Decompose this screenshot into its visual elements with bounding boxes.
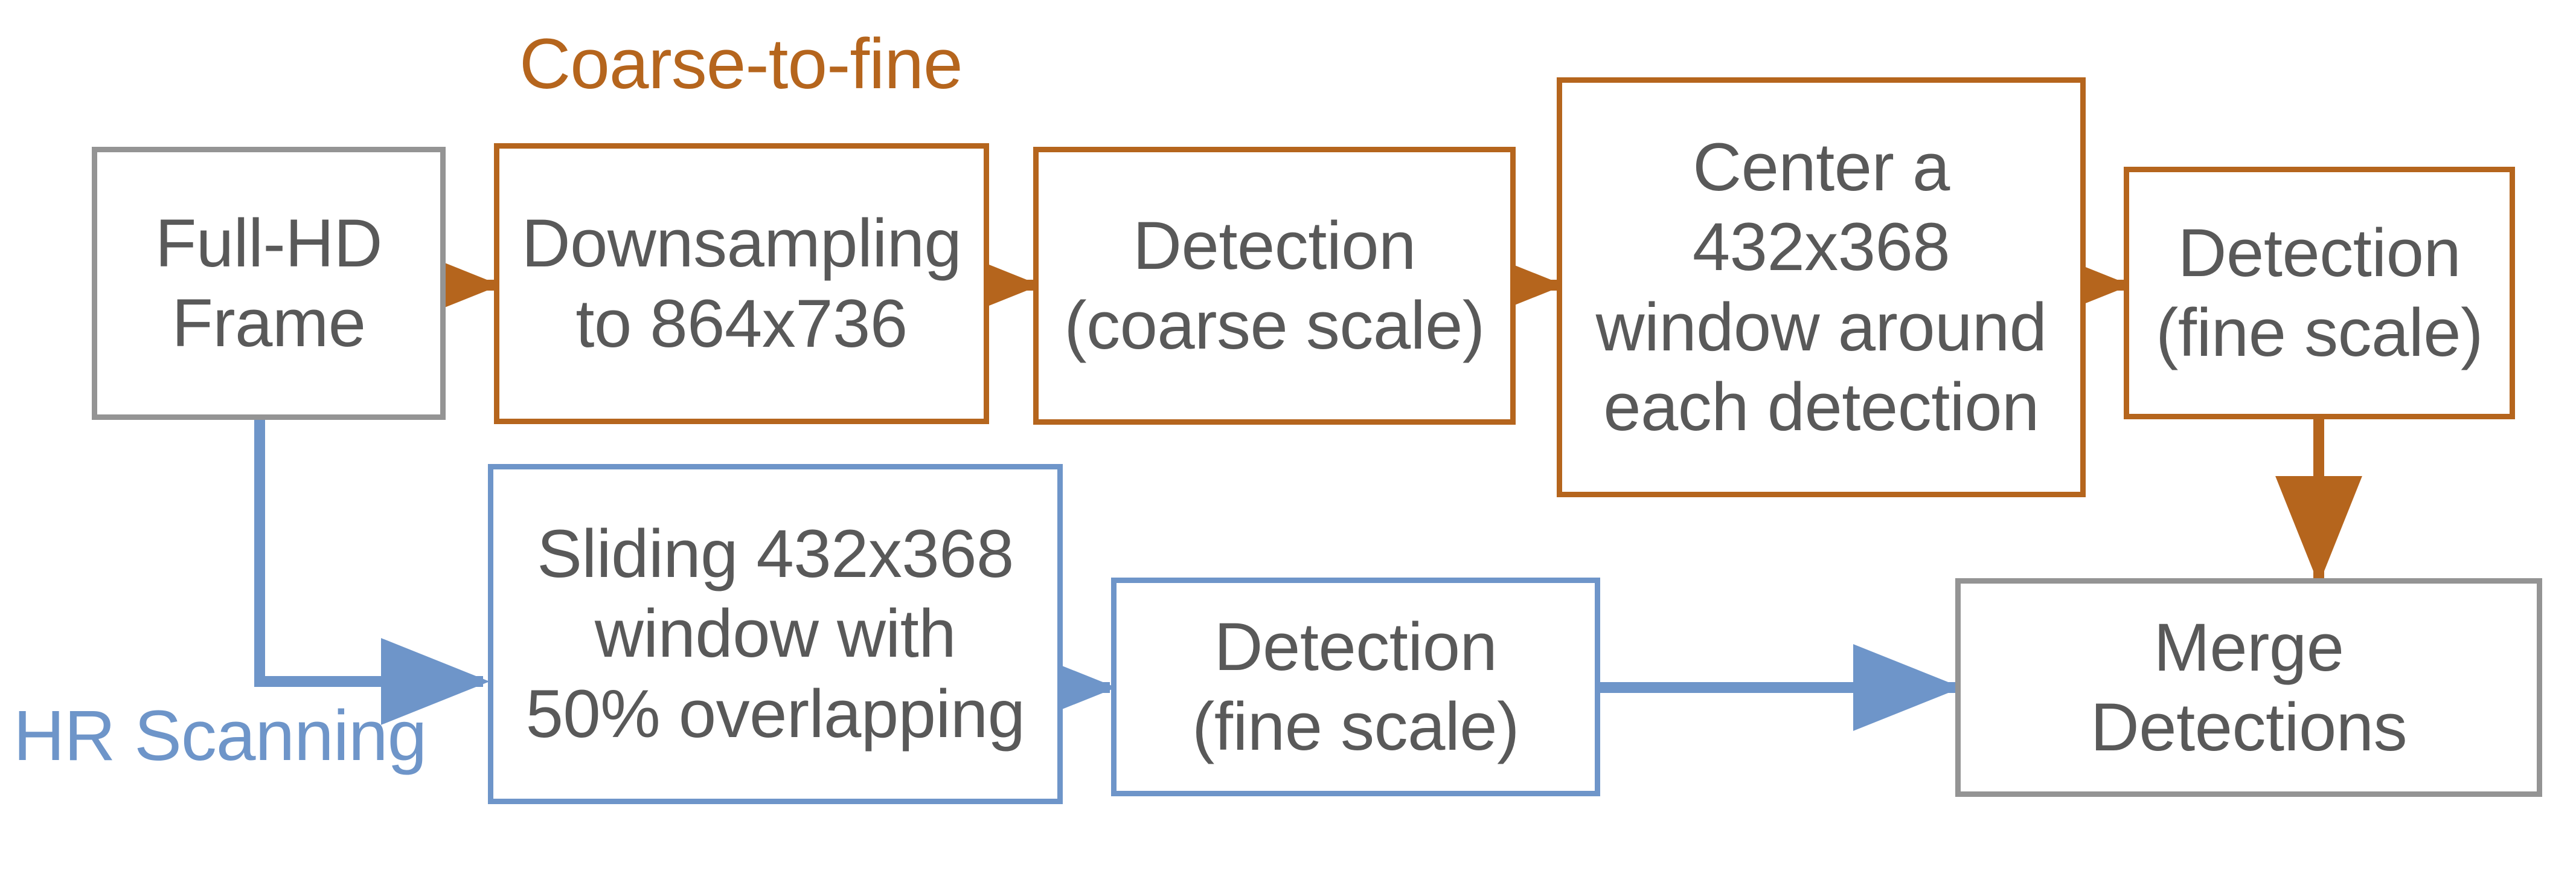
branch-label-coarse-to-fine: Coarse-to-fine xyxy=(519,24,963,104)
node-detection-fine-top[interactable]: Detection (fine scale) xyxy=(2124,167,2515,419)
node-merge-detections[interactable]: Merge Detections xyxy=(1955,578,2542,797)
node-sliding-window[interactable]: Sliding 432x368 window with 50% overlapp… xyxy=(488,464,1063,804)
node-full-hd-frame[interactable]: Full-HD Frame xyxy=(92,147,446,420)
node-detection-coarse[interactable]: Detection (coarse scale) xyxy=(1033,147,1516,425)
node-downsampling[interactable]: Downsampling to 864x736 xyxy=(494,143,989,424)
edge-frame-to-sliding-window xyxy=(254,419,490,725)
branch-label-hr-scanning: HR Scanning xyxy=(13,696,427,776)
node-center-window[interactable]: Center a 432x368 window around each dete… xyxy=(1557,77,2086,497)
node-detection-fine-bottom[interactable]: Detection (fine scale) xyxy=(1111,578,1600,796)
